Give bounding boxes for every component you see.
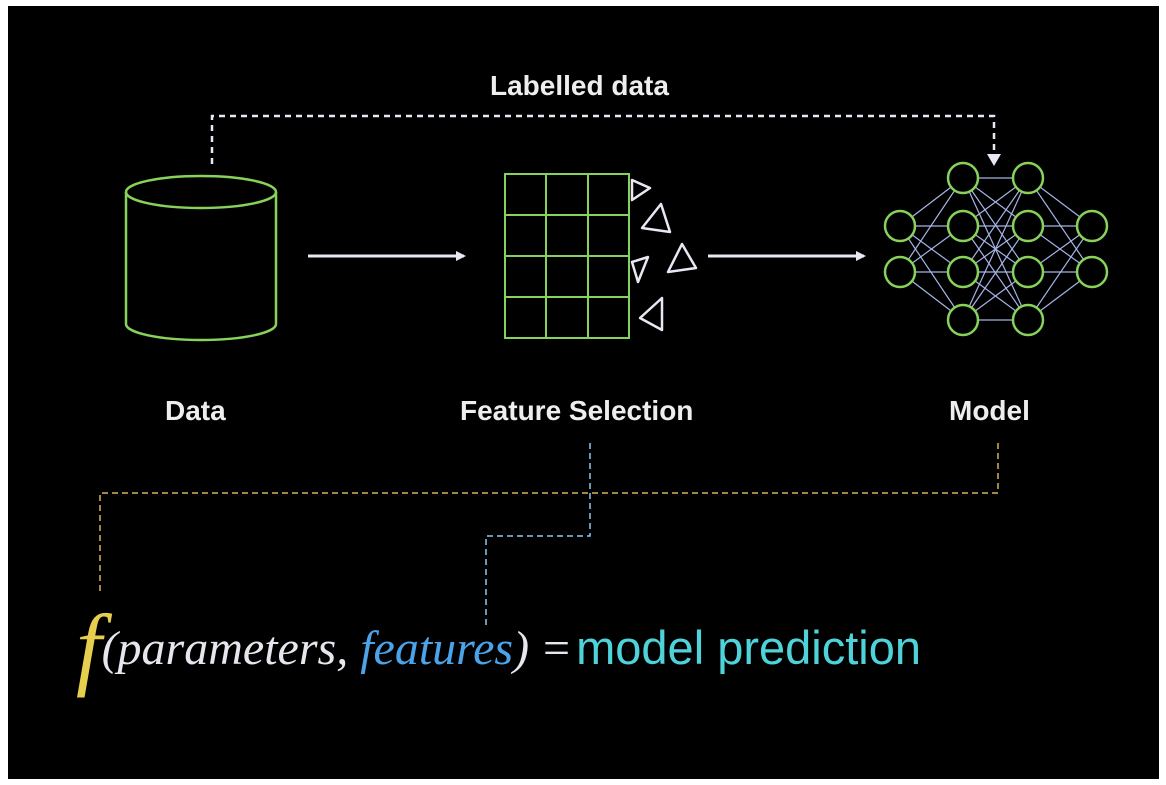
- network-node: [946, 303, 980, 337]
- network-connection: [1027, 225, 1093, 321]
- network-node: [1011, 303, 1045, 337]
- network-connection: [962, 177, 1029, 273]
- database-cylinder-icon: [124, 174, 278, 342]
- network-node: [946, 255, 980, 289]
- model-formula: f(parameters, features)=model prediction: [76, 601, 921, 693]
- diagram-canvas: Labelled data Data Feature Selection Mod…: [8, 6, 1159, 779]
- network-connection: [1027, 177, 1093, 273]
- labelled-data-label: Labelled data: [490, 70, 669, 101]
- feature-triangle: [630, 255, 650, 284]
- network-node: [883, 209, 917, 243]
- network-node: [1075, 255, 1109, 289]
- network-connection: [962, 225, 1029, 321]
- features-to-formula-dashed-line: [485, 443, 591, 628]
- network-node: [1011, 161, 1045, 195]
- network-node: [1075, 209, 1109, 243]
- network-node: [1011, 255, 1045, 289]
- formula-result: model prediction: [576, 621, 921, 674]
- network-node: [946, 161, 980, 195]
- labelled-data-dashed-arrow: [210, 114, 996, 164]
- feature-triangle: [640, 202, 672, 234]
- model-label: Model: [949, 395, 1030, 426]
- formula-features: features: [360, 622, 514, 675]
- network-node: [1011, 209, 1045, 243]
- formula-open-paren: (: [101, 622, 118, 675]
- function-symbol: f: [76, 596, 102, 698]
- feature-triangle: [630, 178, 652, 202]
- feature-selection-label: Feature Selection: [460, 395, 694, 426]
- formula-equals: =: [543, 622, 571, 675]
- model-to-function-dashed-line: [99, 443, 999, 594]
- formula-parameters: parameters,: [117, 622, 349, 675]
- network-connection: [962, 177, 1029, 321]
- formula-close-paren: ): [513, 622, 530, 675]
- neural-network-icon: [883, 161, 1109, 337]
- data-label: Data: [165, 395, 226, 426]
- network-node: [883, 255, 917, 289]
- feature-triangle: [638, 296, 664, 332]
- selected-feature-triangles: [630, 178, 698, 332]
- network-connection: [899, 225, 964, 321]
- feature-triangle: [666, 242, 698, 274]
- network-node: [946, 209, 980, 243]
- labelled-data-arrowhead: [987, 154, 1001, 166]
- network-connection: [899, 177, 964, 273]
- feature-grid-icon: [504, 173, 630, 339]
- diagram-graphics: [99, 114, 1109, 628]
